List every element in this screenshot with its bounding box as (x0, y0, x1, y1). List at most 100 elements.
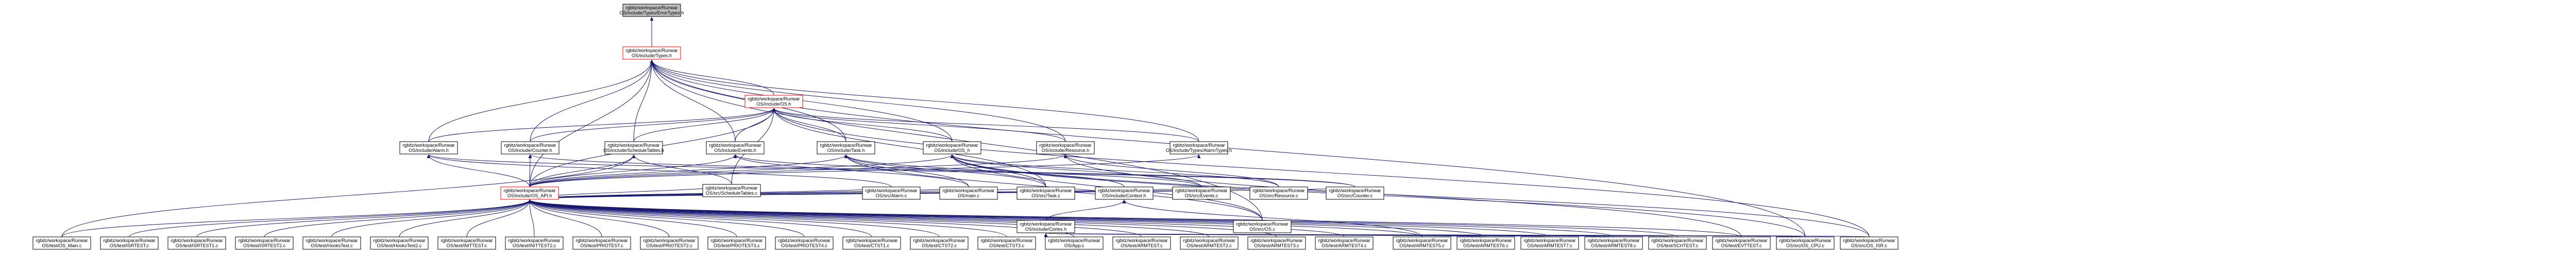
node-label-line: OS/src/OS_CPU.c (1786, 243, 1825, 248)
node-label-line: OS/include/Context.h (1102, 193, 1146, 198)
edge-n34-to-n11 (528, 199, 1007, 237)
edge-n40-to-n16 (1045, 199, 1126, 221)
edge-n27-to-n11 (528, 199, 535, 237)
node-box (817, 141, 875, 155)
edge-n39-to-n11 (528, 199, 1345, 237)
node-label-line: rgbitz/workspace/Runwar (1020, 221, 1072, 227)
graph-node-n38[interactable]: rgbitz/workspace/RunwarOS/test/ARMTEST3.… (1247, 236, 1306, 250)
graph-node-n26[interactable]: rgbitz/workspace/RunwarOS/test/INITTEST.… (437, 236, 496, 250)
node-box (702, 184, 761, 197)
node-box (1016, 186, 1075, 200)
edge-n42-to-n11 (528, 199, 1422, 237)
edge-n4-to-n1 (530, 59, 654, 142)
edge-n48-to-n40 (1045, 233, 1806, 237)
graph-node-n27[interactable]: rgbitz/workspace/RunwarOS/test/INITTEST2… (505, 236, 564, 250)
node-label-line: OS/test/CTST1.c (854, 243, 890, 248)
node-label-line: OS/test/ARMTEST2.c (1187, 243, 1232, 248)
node-box (744, 95, 803, 108)
graph-node-n23[interactable]: rgbitz/workspace/RunwarOS/test/ISRTEST2.… (235, 236, 294, 250)
graph-node-n22[interactable]: rgbitz/workspace/RunwarOS/test/ISRTEST1.… (167, 236, 226, 250)
graph-node-n40[interactable]: rgbitz/workspace/RunwarOS/include/Cortex… (1016, 220, 1075, 233)
graph-node-n12[interactable]: rgbitz/workspace/RunwarOS/src/ScheduleTa… (702, 184, 761, 197)
edge-n47-to-n11 (528, 199, 1742, 237)
graph-node-n39[interactable]: rgbitz/workspace/RunwarOS/test/ARMTEST4.… (1315, 236, 1374, 250)
node-label-line: rgbitz/workspace/Runwar (1329, 188, 1381, 193)
edge-n11-to-n7 (529, 154, 848, 187)
graph-node-n44[interactable]: rgbitz/workspace/RunwarOS/test/ARMTEST7.… (1520, 236, 1579, 250)
node-label-line: OS/test/ARMTEST3.c (1254, 243, 1299, 248)
edge-n21-to-n11 (129, 199, 532, 237)
node-label-line: OS/src/OS_ISR.c (1851, 243, 1888, 248)
node-box (1776, 236, 1835, 250)
graph-node-n25[interactable]: rgbitz/workspace/RunwarOS/test/HooksTest… (370, 236, 429, 250)
graph-node-n45[interactable]: rgbitz/workspace/RunwarOS/test/ARMTEST8.… (1584, 236, 1643, 250)
node-box (775, 236, 834, 250)
graph-node-n4[interactable]: rgbitz/workspace/RunwarOS/include/Counte… (501, 141, 560, 155)
node-label-line: rgbitz/workspace/Runwar (373, 238, 425, 243)
node-label-line: rgbitz/workspace/Runwar (103, 238, 155, 243)
graph-node-n28[interactable]: rgbitz/workspace/RunwarOS/test/PRIOTEST.… (572, 236, 631, 250)
graph-node-n37[interactable]: rgbitz/workspace/RunwarOS/test/ARMTEST2.… (1180, 236, 1239, 250)
graph-node-n5[interactable]: rgbitz/workspace/RunwarOS/include/Schedu… (603, 141, 664, 155)
graph-node-n30[interactable]: rgbitz/workspace/RunwarOS/test/PRIOTEST3… (707, 236, 766, 250)
edge-n9-to-n1 (650, 59, 1066, 142)
graph-node-n6[interactable]: rgbitz/workspace/RunwarOS/include/Events… (706, 141, 765, 155)
edge-n42-to-n16 (1122, 199, 1422, 237)
edge-n20-to-n5 (61, 154, 636, 237)
node-label-line: rgbitz/workspace/Runwar (1039, 143, 1091, 148)
node-label-line: rgbitz/workspace/Runwar (1460, 238, 1512, 243)
node-box (1520, 236, 1579, 250)
node-box (1233, 220, 1292, 233)
graph-node-n42[interactable]: rgbitz/workspace/RunwarOS/test/ARMTEST5.… (1393, 236, 1451, 250)
node-label-line: rgbitz/workspace/Runwar (913, 238, 965, 243)
graph-node-n0[interactable]: rgbitz/workspace/RunwarOS/include/Types/… (620, 4, 684, 17)
graph-node-n29[interactable]: rgbitz/workspace/RunwarOS/test/PRIOTEST2… (640, 236, 699, 250)
edge-n6-to-n2 (735, 108, 776, 142)
graph-node-n16[interactable]: rgbitz/workspace/RunwarOS/include/Contex… (1095, 186, 1154, 200)
graph-node-n3[interactable]: rgbitz/workspace/RunwarOS/include/Alarm.… (399, 141, 458, 155)
node-box (977, 236, 1036, 250)
node-label-line: OS/include/Resource.h (1042, 148, 1090, 153)
node-label-line: rgbitz/workspace/Runwar (926, 143, 978, 148)
edge-n38-to-n11 (528, 199, 1277, 237)
node-box (1326, 186, 1384, 200)
edge-n30-to-n11 (528, 199, 737, 237)
node-box (572, 236, 631, 250)
node-label-line: OS/include/ScheduleTables.h (603, 148, 664, 153)
node-label-line: OS/test/CTST2.c (922, 243, 957, 248)
graph-node-n24[interactable]: rgbitz/workspace/RunwarOS/test/HooksTest… (302, 236, 361, 250)
graph-node-n11[interactable]: rgbitz/workspace/RunwarOS/include/OS_API… (500, 186, 559, 200)
graph-node-n10[interactable]: rgbitz/workspace/RunwarOS/include/Types/… (1166, 141, 1232, 155)
graph-node-n9[interactable]: rgbitz/workspace/RunwarOS/include/Resour… (1036, 141, 1095, 155)
graph-node-n31[interactable]: rgbitz/workspace/RunwarOS/test/PRIOTEST4… (775, 236, 834, 250)
node-box (910, 236, 969, 250)
node-label-line: OS/test/PRIOTEST4.c (781, 243, 827, 248)
edge-n23-to-n11 (264, 199, 532, 237)
node-box (1648, 236, 1707, 250)
node-box (167, 236, 226, 250)
edge-n11-to-n3 (427, 154, 530, 187)
graph-node-n1[interactable]: rgbitz/workspace/RunwarOS/include/Types.… (622, 46, 681, 60)
graph-node-n43[interactable]: rgbitz/workspace/RunwarOS/test/ARMTEST6.… (1456, 236, 1515, 250)
